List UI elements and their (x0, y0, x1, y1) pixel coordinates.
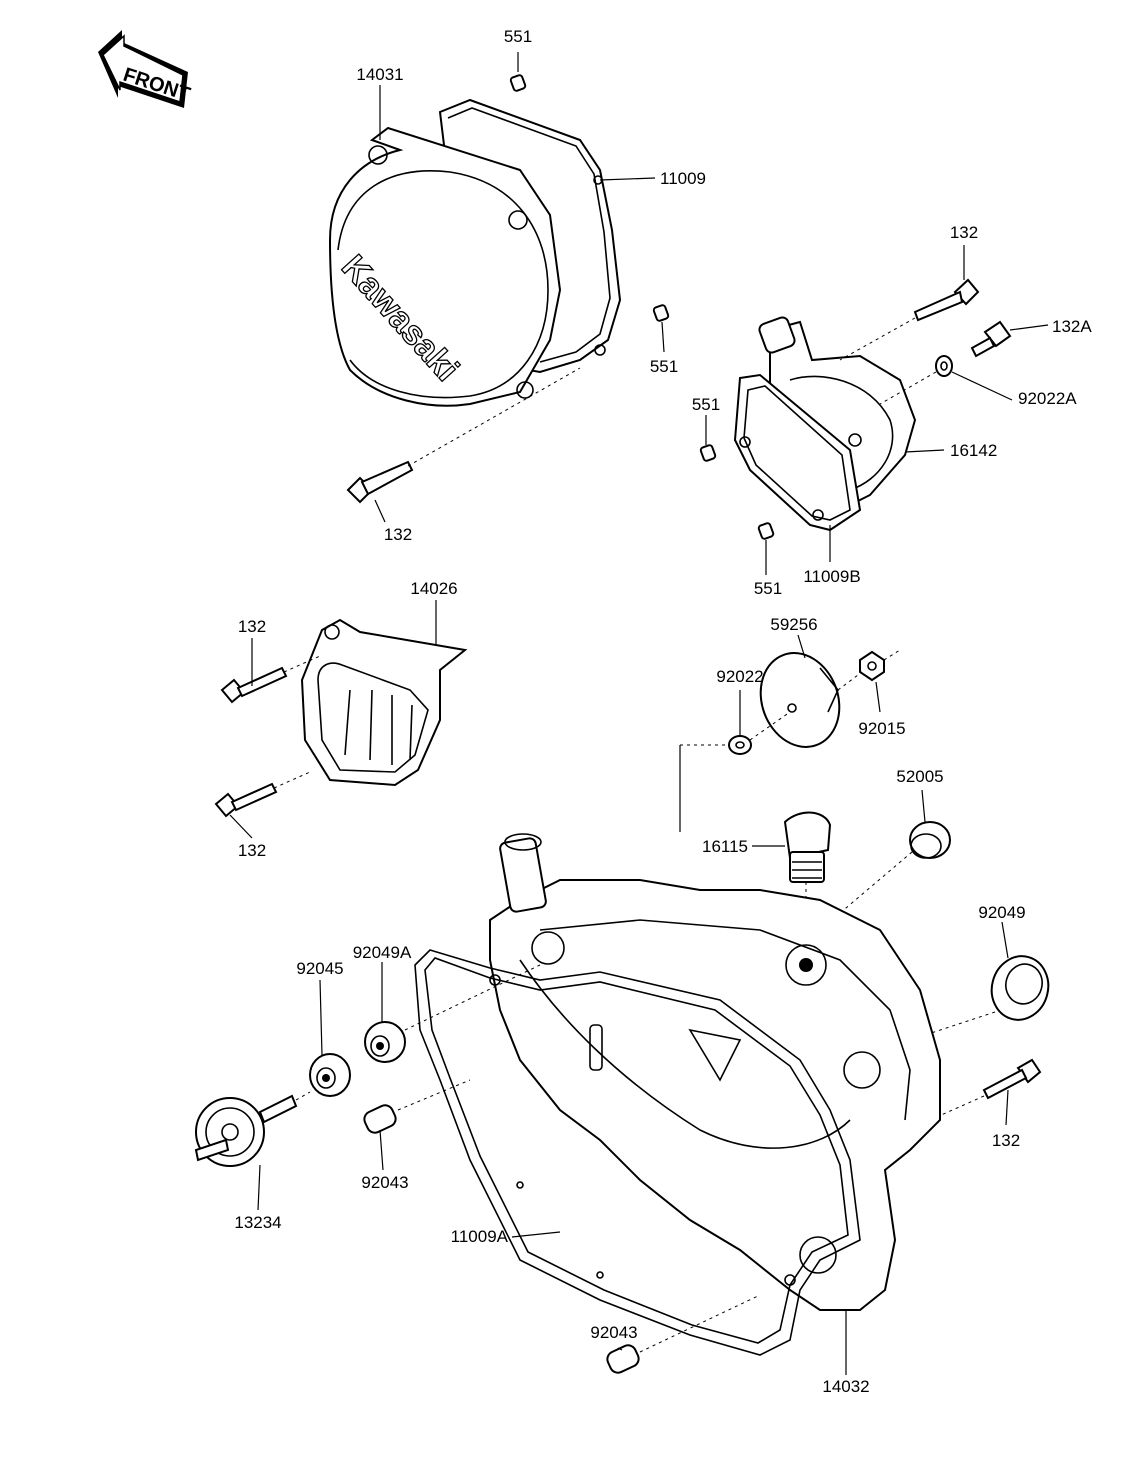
callout-52005: 52005 (896, 767, 943, 786)
callout-551-top: 551 (504, 27, 532, 46)
callout-13234: 13234 (234, 1213, 281, 1232)
callout-16115: 16115 (702, 837, 748, 856)
pin-92043-bottom (606, 1344, 640, 1374)
front-direction-badge: FRONT (98, 30, 193, 108)
callout-132-pump: 132 (950, 223, 978, 242)
chain-guard-14026 (300, 618, 468, 787)
callout-92022: 92022 (716, 667, 763, 686)
callout-14026: 14026 (410, 579, 457, 598)
callout-551-mid: 551 (650, 357, 678, 376)
callout-551-pump-b: 551 (754, 579, 782, 598)
dowel-pin-551-mid (652, 304, 670, 322)
bearing-92049A (364, 1021, 406, 1063)
bearing-92045 (309, 1053, 351, 1097)
callout-11009B: 11009B (803, 567, 860, 586)
callout-92043-bottom: 92043 (590, 1323, 637, 1342)
callout-14032: 14032 (822, 1377, 869, 1396)
bolt-132A (970, 320, 1012, 358)
bolt-132-pump (913, 278, 980, 322)
leader-lines (229, 52, 1049, 1375)
gasket-11009A (414, 949, 861, 1356)
callout-16142: 16142 (950, 441, 997, 460)
washer-92022 (728, 735, 752, 755)
callout-132-guard-top: 132 (238, 617, 266, 636)
right-crankcase-cover-14032 (489, 833, 941, 1311)
callout-11009A: 11009A (451, 1227, 509, 1246)
callout-59256: 59256 (770, 615, 817, 634)
callout-92045: 92045 (296, 959, 343, 978)
water-pump-cover-16142 (733, 316, 917, 532)
callout-92015: 92015 (858, 719, 905, 738)
dowel-pin-551-pump-b (757, 522, 775, 540)
drain-plug-16115 (783, 811, 832, 883)
callout-92043-left: 92043 (361, 1173, 408, 1192)
bolt-132-guard-top (220, 666, 288, 704)
callout-132-cover: 132 (384, 525, 412, 544)
callout-551-pump-a: 551 (692, 395, 720, 414)
oil-seal-92049 (990, 955, 1050, 1021)
outer-cover-14031: Kawasaki (328, 98, 622, 407)
callout-14031: 14031 (356, 65, 403, 84)
bolt-132-guard-bottom (214, 782, 278, 818)
impeller-shaft-13234 (194, 1094, 298, 1167)
dowel-pin-551-pump-a (699, 444, 717, 462)
callout-11009: 11009 (660, 169, 706, 188)
callout-92022A: 92022A (1018, 389, 1077, 408)
bolt-132-cover (346, 460, 414, 504)
callout-132-right: 132 (992, 1131, 1020, 1150)
callout-132A: 132A (1052, 317, 1092, 336)
callout-92049: 92049 (978, 903, 1025, 922)
dowel-pin-551-top (509, 74, 527, 92)
nut-92015 (859, 650, 885, 682)
impeller-59256 (759, 652, 841, 748)
cap-52005 (909, 821, 951, 859)
callout-132-guard-bottom: 132 (238, 841, 266, 860)
bolt-132-right (982, 1058, 1042, 1100)
washer-92022A (935, 355, 953, 377)
callout-92049A: 92049A (353, 943, 412, 962)
pin-92043-left (363, 1104, 397, 1134)
